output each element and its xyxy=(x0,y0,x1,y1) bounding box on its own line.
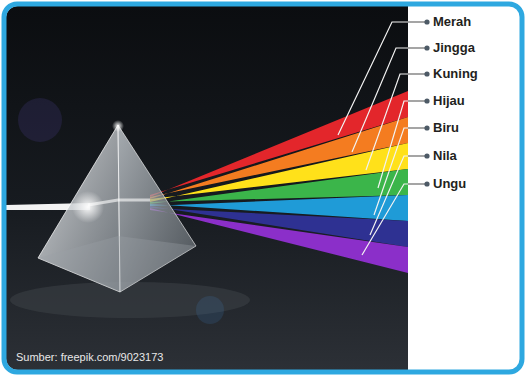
color-label: Jingga xyxy=(433,40,475,56)
color-label: Kuning xyxy=(433,66,478,82)
color-label: Biru xyxy=(433,120,459,136)
color-label: Hijau xyxy=(433,93,465,109)
color-label: Merah xyxy=(433,14,471,30)
source-note: Sumber: freepik.com/9023173 xyxy=(16,350,163,364)
color-label: Ungu xyxy=(433,176,466,192)
color-label: Nila xyxy=(433,148,457,164)
